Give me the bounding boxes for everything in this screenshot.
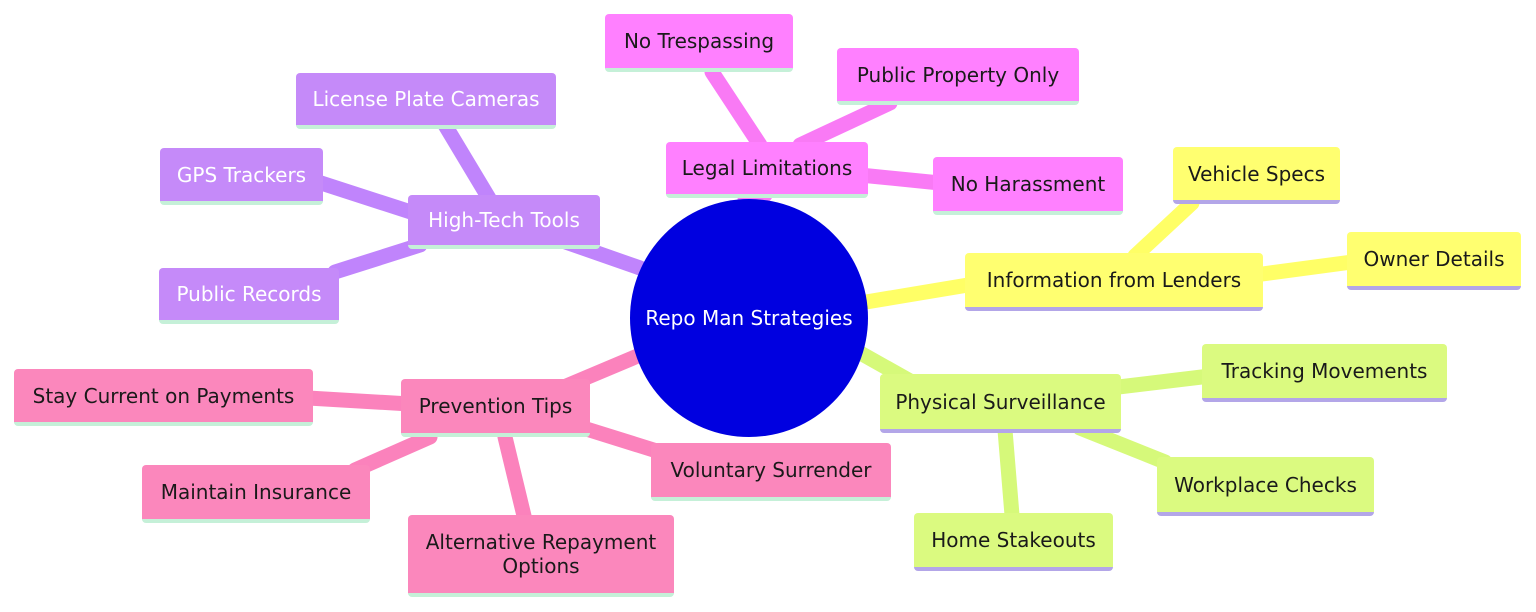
leaf-tracking-movements: Tracking Movements	[1202, 344, 1447, 402]
edge-public-property-only	[792, 95, 898, 153]
leaf-label: Vehicle Specs	[1188, 161, 1325, 186]
branch-label: Prevention Tips	[418, 394, 573, 418]
edge-license-plate-cameras	[437, 117, 498, 208]
leaf-workplace-checks: Workplace Checks	[1157, 457, 1374, 516]
edge-maintain-insurance	[347, 429, 438, 478]
leaf-label: Voluntary Surrender	[670, 458, 872, 482]
edge-no-trespassing	[704, 64, 768, 153]
leaf-no-trespassing: No Trespassing	[605, 14, 793, 72]
leaf-gps-trackers: GPS Trackers	[160, 148, 323, 205]
leaf-label: No Harassment	[950, 172, 1106, 196]
branch-information-from-lenders: Information from Lenders	[965, 253, 1263, 311]
leaf-label: Home Stakeouts	[931, 528, 1096, 552]
edge-stay-current-on-payments	[300, 390, 418, 412]
leaf-public-records: Public Records	[159, 268, 339, 324]
edge-public-records	[327, 237, 428, 280]
leaf-label: Public Records	[176, 282, 322, 306]
branch-legal-limitations: Legal Limitations	[666, 142, 868, 198]
leaf-label: Tracking Movements	[1221, 359, 1428, 383]
edge-workplace-checks	[1072, 420, 1173, 470]
leaf-label: Alternative Repayment Options	[425, 530, 657, 578]
leaf-license-plate-cameras: License Plate Cameras	[296, 73, 556, 129]
leaf-label: GPS Trackers	[176, 162, 307, 187]
leaf-maintain-insurance: Maintain Insurance	[142, 465, 370, 523]
leaf-voluntary-surrender: Voluntary Surrender	[651, 443, 891, 501]
branch-physical-surveillance: Physical Surveillance	[880, 374, 1121, 433]
leaf-owner-details: Owner Details	[1347, 232, 1521, 290]
leaf-label: Workplace Checks	[1174, 472, 1357, 497]
root-label: Repo Man Strategies	[645, 306, 853, 330]
root-node: Repo Man Strategies	[630, 199, 868, 437]
edge-gps-trackers	[310, 174, 428, 223]
leaf-label: Maintain Insurance	[160, 480, 352, 504]
edge-vehicle-specs	[1127, 195, 1200, 264]
edge-owner-details	[1247, 254, 1360, 283]
branch-label: Physical Surveillance	[895, 389, 1106, 414]
leaf-label: License Plate Cameras	[312, 87, 540, 111]
leaf-no-harassment: No Harassment	[933, 157, 1123, 215]
leaf-alternative-repayment-options: Alternative Repayment Options	[408, 515, 674, 597]
edge-home-stakeouts	[997, 422, 1020, 523]
leaf-home-stakeouts: Home Stakeouts	[914, 513, 1113, 571]
branch-label: Information from Lenders	[986, 268, 1242, 292]
leaf-vehicle-specs: Vehicle Specs	[1173, 147, 1340, 204]
leaf-label: No Trespassing	[623, 29, 775, 53]
leaf-label: Public Property Only	[856, 62, 1060, 87]
branch-label: High-Tech Tools	[428, 208, 580, 232]
edge-no-harassment	[852, 167, 948, 191]
edge-voluntary-surrender	[572, 419, 668, 460]
leaf-stay-current-on-payments: Stay Current on Payments	[14, 369, 313, 426]
leaf-public-property-only: Public Property Only	[837, 48, 1079, 105]
branch-high-tech-tools: High-Tech Tools	[408, 195, 600, 249]
edge-alternative-repayment-options	[497, 429, 533, 528]
branch-prevention-tips: Prevention Tips	[401, 379, 590, 437]
edge-tracking-movements	[1102, 368, 1218, 396]
leaf-label: Owner Details	[1363, 247, 1505, 271]
edge-root-information-from-lenders	[858, 277, 976, 310]
leaf-label: Stay Current on Payments	[32, 383, 295, 408]
branch-label: Legal Limitations	[681, 156, 853, 180]
